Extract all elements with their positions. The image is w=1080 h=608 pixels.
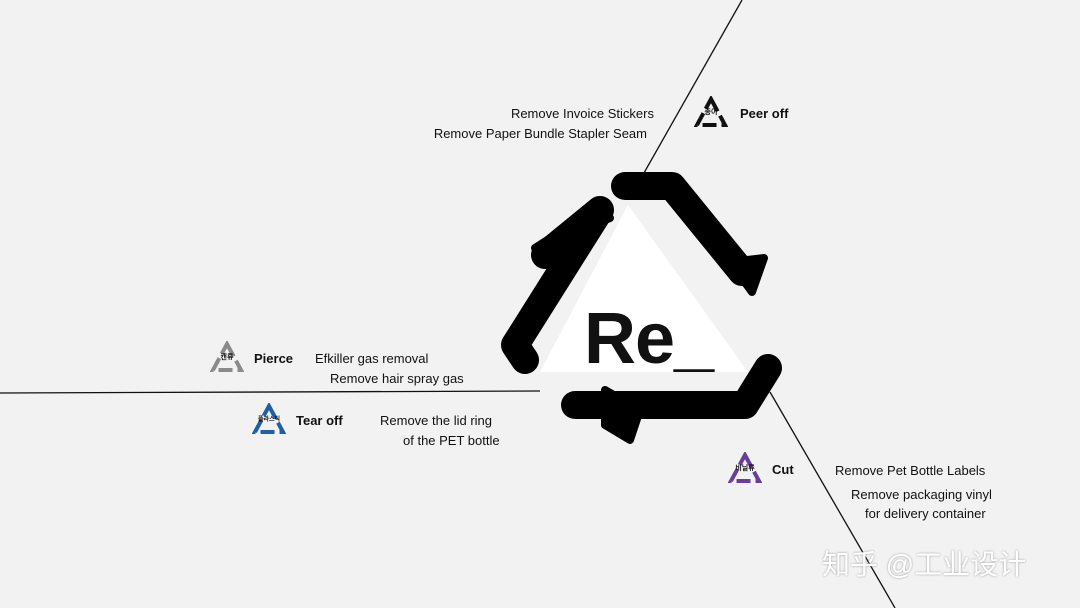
- recycle-logo: [501, 172, 782, 444]
- section-title-cut: Cut: [772, 462, 794, 477]
- watermark: 知乎 @工业设计: [822, 549, 1027, 580]
- pierce-line-1: Efkiller gas removal: [315, 351, 429, 366]
- plastic-recycle-icon: 플라스틱: [251, 401, 287, 437]
- tear-off-line-2: of the PET bottle: [403, 433, 500, 448]
- cut-line-2: Remove packaging vinyl: [851, 487, 992, 502]
- paper-recycle-icon: 종이: [693, 94, 729, 130]
- section-title-tear-off: Tear off: [296, 413, 343, 428]
- tear-off-line-1: Remove the lid ring: [380, 413, 492, 428]
- peer-off-line-1: Remove Invoice Stickers: [510, 106, 654, 121]
- peer-off-line-2: Remove Paper Bundle Stapler Seam: [433, 126, 647, 141]
- cut-line-3: for delivery container: [865, 506, 986, 521]
- section-title-pierce: Pierce: [254, 351, 294, 366]
- can-recycle-icon: 캔류: [209, 339, 245, 375]
- logo-text: Re_: [584, 299, 714, 379]
- pierce-line-2: Remove hair spray gas: [330, 371, 464, 386]
- vinyl-recycle-icon: 비닐류: [727, 450, 763, 486]
- section-title-peer-off: Peer off: [740, 106, 789, 121]
- cut-line-1: Remove Pet Bottle Labels: [835, 463, 986, 478]
